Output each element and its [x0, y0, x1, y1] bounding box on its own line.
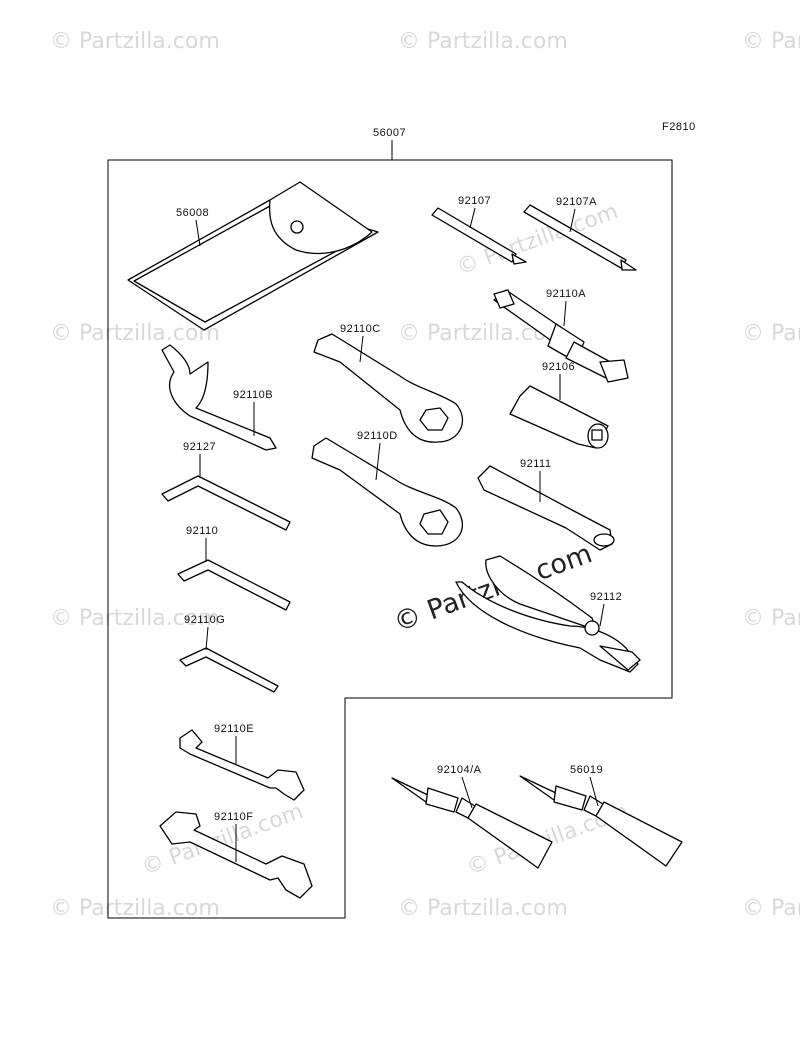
part-92107[interactable]: 92107: [431, 195, 527, 265]
watermark-center: © Partzilla.com: [390, 538, 596, 638]
watermark: © Partzilla.com: [398, 29, 568, 54]
screwdriver-bit-icon: [523, 204, 637, 271]
part-label: 92110B: [233, 389, 273, 401]
grease-tube-icon: [519, 775, 683, 867]
watermark: © Partzilla.com: [50, 321, 220, 346]
part-label: 92112: [590, 591, 622, 603]
part-label: 92106: [542, 361, 575, 373]
part-92106[interactable]: 92106: [509, 361, 609, 449]
part-label: 92110E: [214, 723, 254, 735]
watermark: © Partzilla.com: [742, 321, 800, 346]
hex-key-icon: [179, 647, 279, 693]
part-92104A[interactable]: 92104/A: [391, 764, 553, 869]
watermark: © Partzilla.com: [742, 606, 800, 631]
part-92127[interactable]: 92127: [161, 441, 291, 531]
part-92110A[interactable]: 92110A: [493, 288, 629, 383]
part-56019[interactable]: 56019: [519, 764, 683, 867]
part-92110F[interactable]: 92110F: [159, 811, 313, 899]
part-label: 92110G: [184, 614, 225, 626]
part-92110C[interactable]: 92110C: [313, 323, 464, 443]
part-label: 92111: [520, 458, 551, 470]
part-label: 92110: [186, 525, 218, 537]
screwdriver-bit-icon: [431, 207, 527, 265]
part-92110[interactable]: 92110: [177, 525, 291, 611]
part-label: 92104/A: [437, 764, 482, 776]
kit-number: 56007: [373, 127, 406, 139]
hex-key-icon: [177, 559, 291, 611]
spark-plug-wrench-icon: [493, 289, 629, 383]
part-label: 92110A: [546, 288, 586, 300]
part-label: 56019: [570, 764, 603, 776]
part-label: 92107A: [556, 196, 597, 208]
watermark: © Partzilla.com: [742, 896, 800, 921]
part-label: 92107: [458, 195, 491, 207]
watermark: © Partzilla.com: [50, 896, 220, 921]
watermark: © Partzilla.com: [50, 29, 220, 54]
part-92110G[interactable]: 92110G: [179, 614, 279, 693]
part-label: 92110D: [357, 430, 398, 442]
tool-pouch-icon: [127, 181, 379, 331]
part-92110D[interactable]: 92110D: [311, 430, 464, 547]
kit-boundary: [107, 159, 673, 919]
part-92107A[interactable]: 92107A: [523, 196, 637, 271]
part-label: 92127: [183, 441, 216, 453]
hook-wrench-icon: [161, 344, 277, 451]
part-92111[interactable]: 92111: [477, 458, 615, 551]
part-56008[interactable]: 56008: [127, 181, 379, 331]
watermark: © Partzilla.com: [742, 29, 800, 54]
part-92110E[interactable]: 92110E: [179, 723, 305, 801]
grease-tube-icon: [391, 777, 553, 869]
extension-bar-icon: [477, 465, 615, 551]
pliers-icon: [455, 555, 641, 673]
watermark-layer: © Partzilla.com © Partzilla.com © Partzi…: [50, 29, 800, 921]
part-92112[interactable]: 92112: [455, 555, 641, 673]
part-92110B[interactable]: 92110B: [161, 344, 277, 451]
watermark: © Partzilla.com: [50, 606, 220, 631]
part-label: 92110F: [214, 811, 254, 823]
hex-key-icon: [161, 475, 291, 531]
open-end-wrench-icon: [179, 729, 305, 801]
socket-icon: [509, 385, 609, 449]
box-wrench-icon: [313, 333, 464, 443]
part-label: 56008: [176, 207, 209, 219]
watermark: © Partzilla.com: [398, 896, 568, 921]
figure-code: F2810: [662, 121, 696, 133]
part-label: 92110C: [340, 323, 381, 335]
box-wrench-icon: [311, 437, 464, 547]
